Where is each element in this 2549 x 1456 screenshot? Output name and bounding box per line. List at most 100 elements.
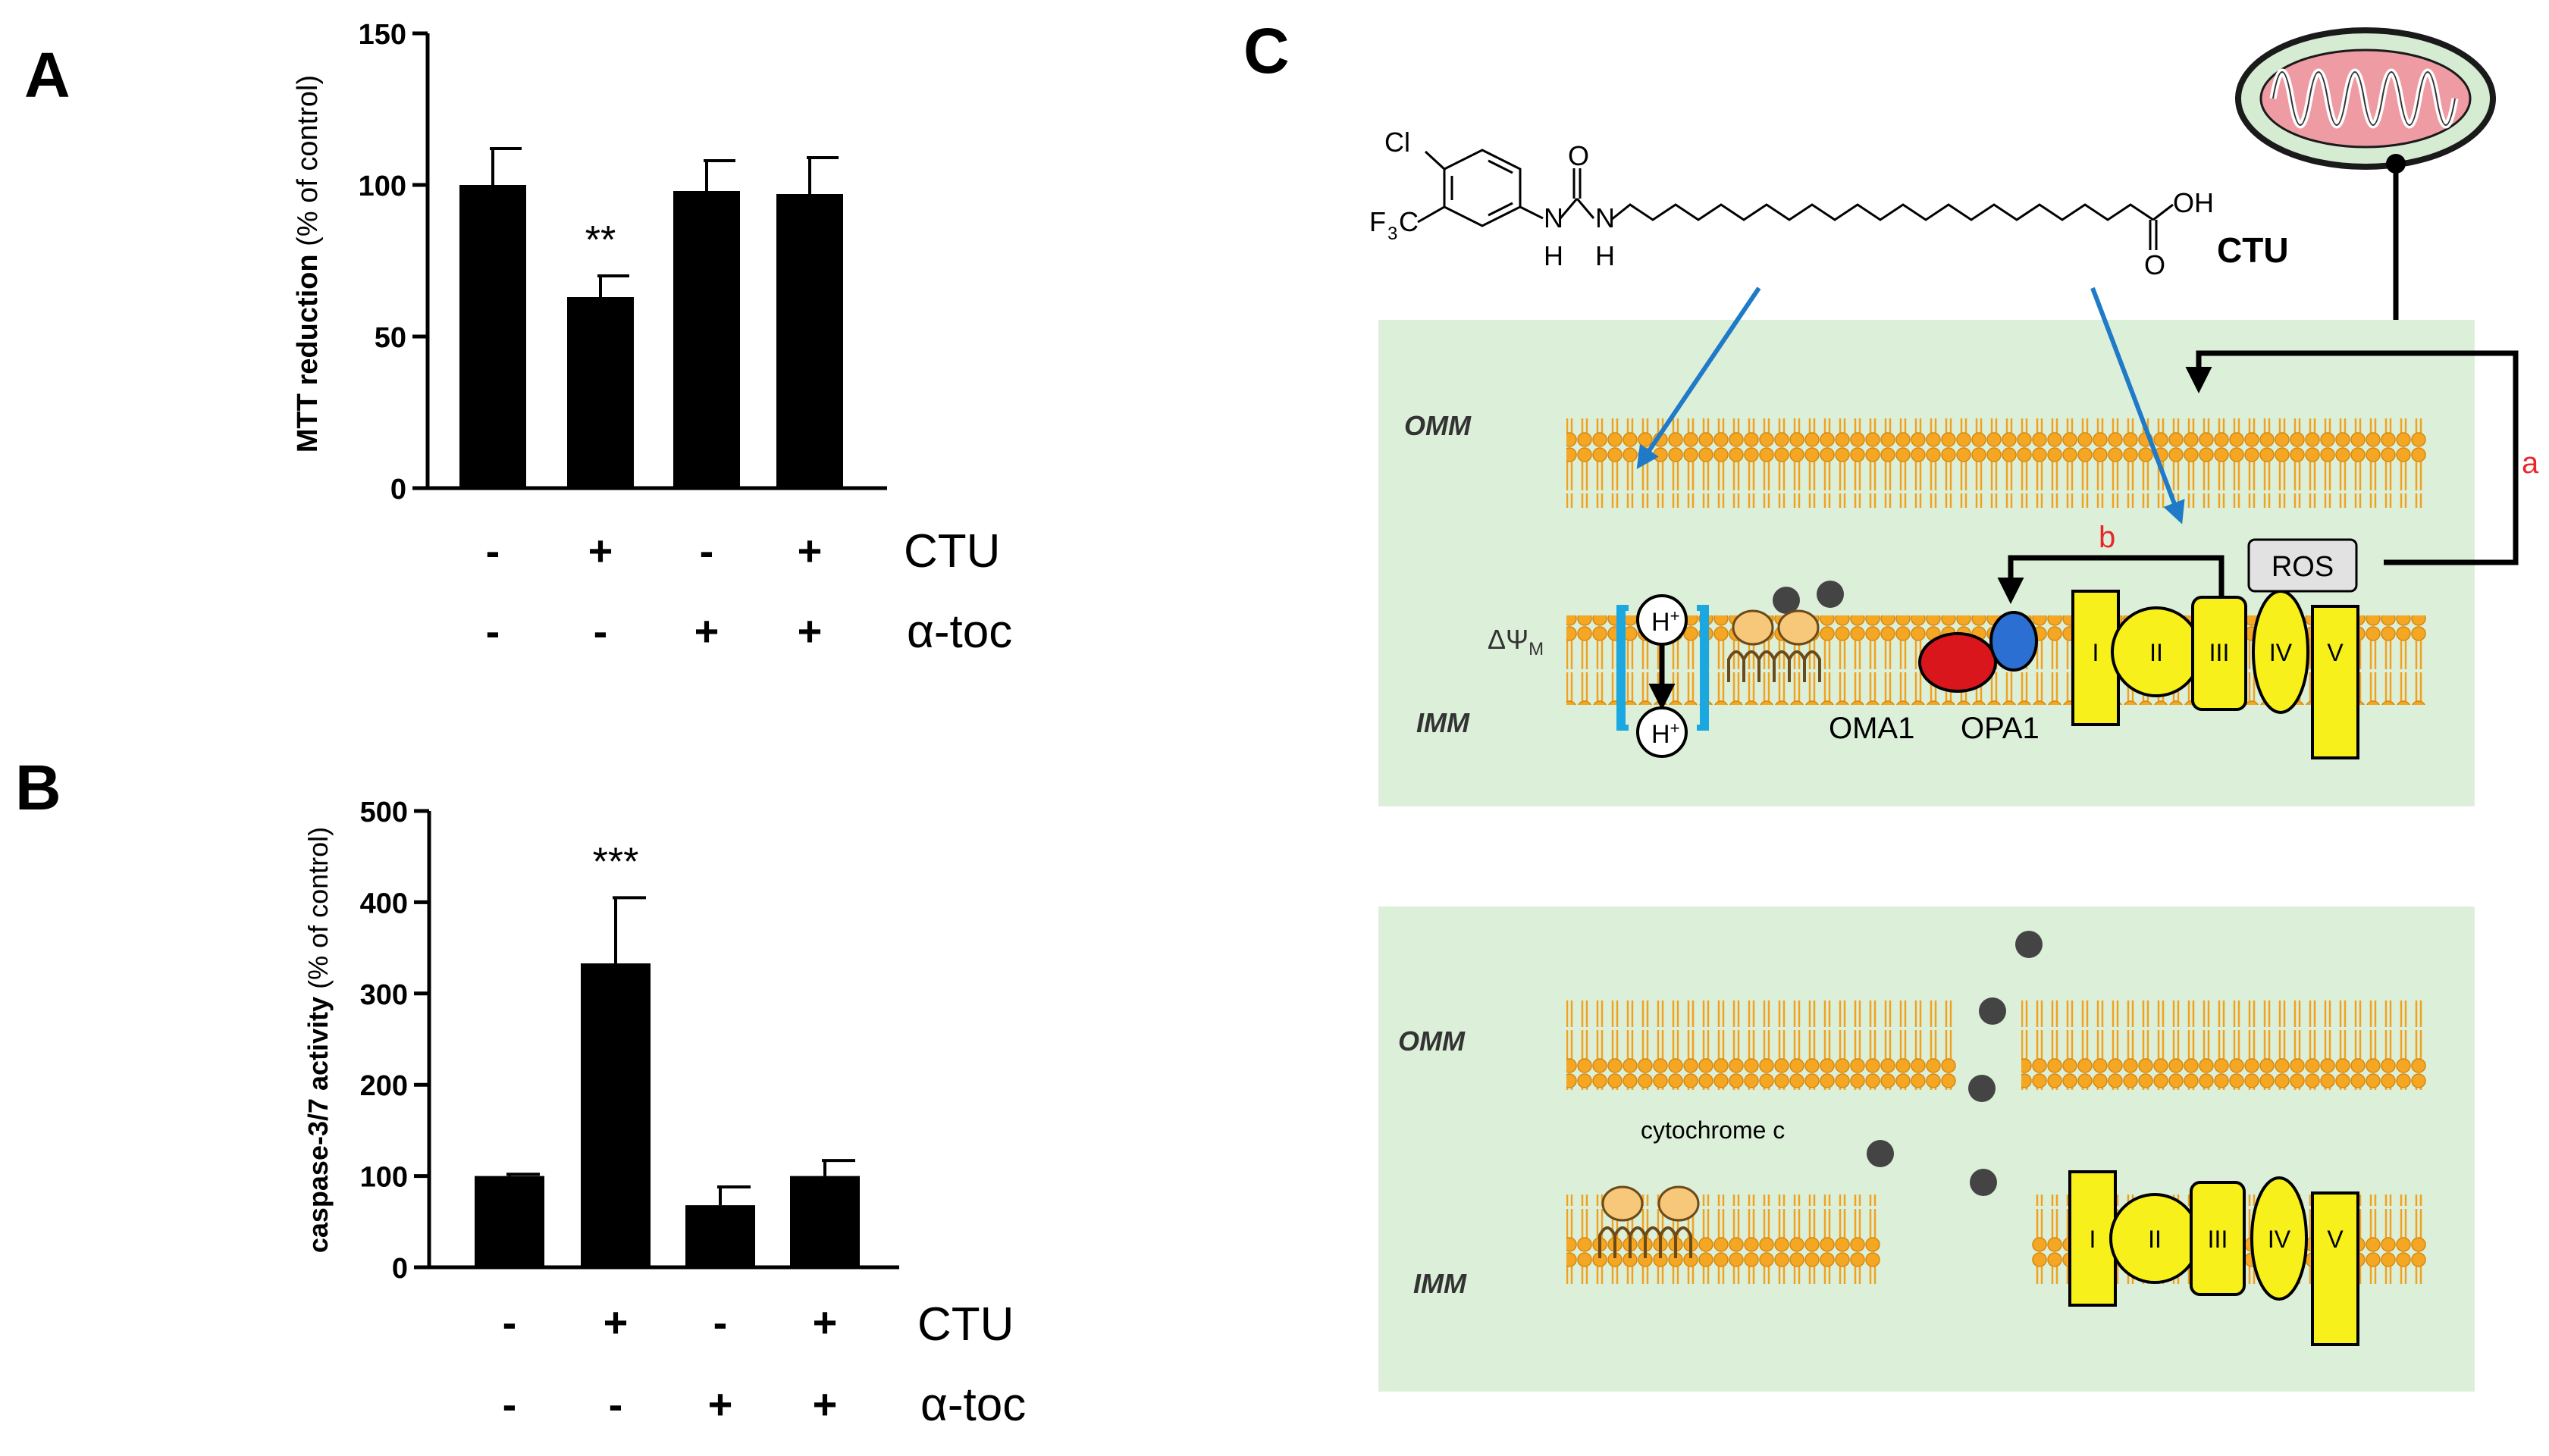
complex-ii-lower-label: II [2148, 1226, 2162, 1253]
omm-label-lower: OMM [1398, 1025, 1466, 1057]
proton-bottom-h: H [1651, 720, 1670, 749]
atom-n2: N [1595, 202, 1615, 233]
ctu-atom-labels: Cl F 3 C N H O N H OH O [1369, 127, 2214, 280]
complex-v-label: V [2327, 639, 2344, 666]
complex-i-lower [2068, 1170, 2117, 1307]
panel-a-toc-sign: - [486, 607, 500, 655]
panel-b-ctu-sign: + [813, 1298, 838, 1346]
delta-psi-subscript: M [1528, 639, 1544, 659]
ctu-arrow-omm [1636, 287, 1761, 469]
atom-h1: H [1544, 240, 1563, 271]
bar [567, 297, 634, 488]
panel-a-ctu-sign: - [700, 527, 714, 575]
pathway-a-arrow [2185, 350, 2519, 565]
panel-a-letter: A [24, 39, 71, 111]
ros-label: ROS [2272, 551, 2334, 583]
omm-membrane-lower-right [2021, 1000, 2426, 1090]
panel-b-ctu-sign: + [604, 1298, 629, 1346]
panel-b-ylabel: caspase-3/7 activity (% of control) [303, 827, 334, 1253]
complex-iii-label: III [2209, 639, 2230, 666]
atom-oh: OH [2173, 187, 2214, 218]
bar [475, 1176, 544, 1267]
bar [581, 963, 651, 1267]
panel-a-ylabel-bold: MTT reduction [292, 254, 324, 452]
y-tick-label: 150 [359, 19, 406, 51]
panel-a-toc-sign: - [594, 607, 608, 655]
panel-b-letter: B [15, 752, 61, 823]
y-tick-label: 50 [375, 322, 406, 354]
y-tick-label: 300 [360, 979, 408, 1011]
complex-v-lower [2311, 1191, 2359, 1346]
panel-b-ylabel-normal: (% of control) [303, 827, 334, 997]
y-tick-label: 400 [360, 888, 408, 919]
respiratory-complexes-upper [2071, 590, 2359, 759]
panel-b-ylabel-bold: caspase-3/7 activity [303, 997, 334, 1253]
panel-b-toc-sign: - [609, 1380, 623, 1428]
significance-label: ** [585, 218, 616, 262]
pathway-a-label: a [2522, 446, 2539, 480]
cardiolipin-lower [1598, 1185, 1700, 1258]
atom-n1: N [1544, 202, 1563, 233]
atom-sub-3: 3 [1387, 224, 1397, 244]
complex-labels-upper: I II III IV V [2093, 639, 2344, 666]
panel-b-toc-sign: - [503, 1380, 517, 1428]
y-tick-label: 200 [360, 1070, 408, 1102]
y-tick-label: 100 [360, 1162, 408, 1194]
imm-label-upper: IMM [1416, 707, 1470, 738]
proton-top-plus: + [1670, 606, 1680, 625]
bar [673, 191, 740, 488]
panel-b-treatment-table: - + - + CTU - - + + α-toc [503, 1298, 1027, 1431]
oma1-label: OMA1 [1829, 712, 1914, 745]
panel-b-ctu-sign: - [713, 1298, 728, 1346]
panel-c: C Cl [1243, 15, 2539, 1392]
opa1-protein [1989, 611, 2038, 672]
panel-b-ctu-label: CTU [917, 1298, 1014, 1351]
panel-a-ctu-sign: - [486, 527, 500, 575]
mitochondrion-icon [2235, 27, 2496, 324]
complex-ii-label: II [2149, 639, 2163, 666]
imm-label-lower: IMM [1413, 1268, 1467, 1299]
omm-membrane-upper [1566, 418, 2426, 508]
panel-a: A 0 50 100 150 ** MTT reduction (% of contro… [24, 19, 1012, 658]
y-tick-label: 500 [360, 797, 408, 828]
complex-i-label: I [2093, 639, 2099, 666]
atom-o-urea: O [1568, 140, 1589, 171]
lower-mito-panel [1378, 906, 2475, 1392]
significance-label: *** [593, 840, 639, 884]
complex-i-lower-label: I [2090, 1226, 2096, 1253]
panel-a-toc-sign: + [694, 607, 720, 655]
ros-box [2247, 538, 2358, 593]
complex-v [2311, 605, 2359, 759]
respiratory-complexes-lower [2068, 1170, 2359, 1346]
panel-a-ylabel: MTT reduction (% of control) [292, 75, 324, 452]
panel-c-letter: C [1243, 15, 1290, 86]
ctu-arrow-imm [2090, 287, 2185, 524]
omm-label-upper: OMM [1404, 410, 1472, 441]
panel-b-toc-label: α-toc [920, 1379, 1026, 1431]
released-cytochrome-c [1867, 931, 2043, 1196]
bar [776, 194, 843, 488]
bar [790, 1176, 860, 1267]
delta-psi-text: ΔΨ [1488, 624, 1528, 655]
complex-iii-lower [2190, 1181, 2246, 1296]
complex-iv-lower [2250, 1176, 2308, 1301]
chart-a: 0 50 100 150 ** [359, 19, 887, 506]
proton-channel: H+ H+ [1616, 594, 1709, 758]
cytochrome-c-label: cytochrome c [1641, 1116, 1785, 1144]
panel-a-treatment-table: - + - + CTU - - + + α-toc [486, 525, 1013, 658]
atom-cl: Cl [1384, 127, 1410, 158]
omm-membrane-lower-left [1566, 1000, 1956, 1090]
panel-b-ctu-sign: - [503, 1298, 517, 1346]
complex-iii-lower-label: III [2208, 1226, 2228, 1253]
panel-a-ctu-label: CTU [904, 525, 1000, 578]
y-tick-label: 100 [359, 171, 406, 202]
proton-bottom-plus: + [1670, 719, 1680, 737]
proton-top-h: H [1651, 608, 1670, 637]
panel-a-ylabel-normal: (% of control) [292, 75, 324, 255]
panel-a-ctu-sign: + [798, 527, 823, 575]
y-tick-label: 0 [390, 474, 406, 506]
pathway-b-arrow [1997, 555, 2224, 604]
panel-b-toc-sign: + [813, 1380, 838, 1428]
panel-a-toc-label: α-toc [907, 606, 1012, 658]
